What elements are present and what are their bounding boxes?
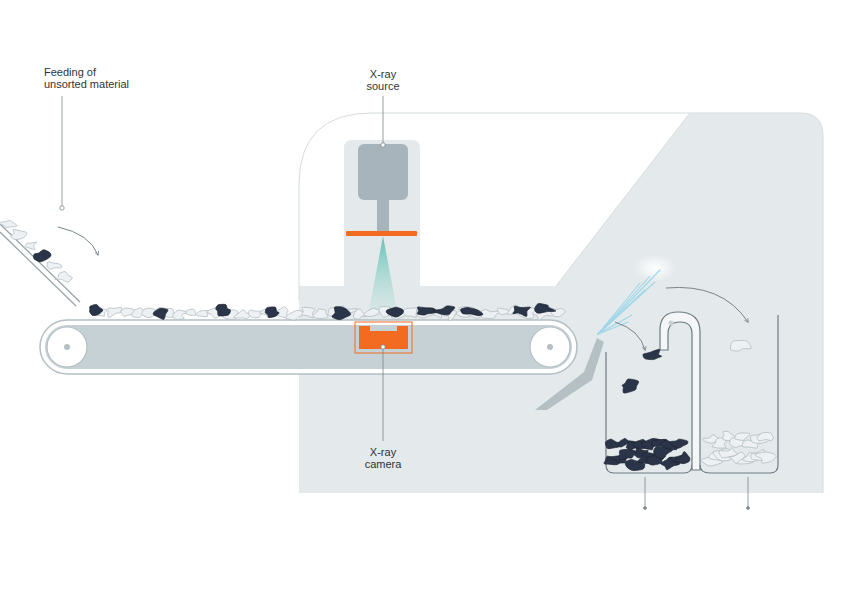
dark-piece xyxy=(535,304,556,314)
light-piece xyxy=(0,220,17,227)
dark-piece xyxy=(153,308,168,319)
light-piece xyxy=(285,310,303,320)
leader-lines xyxy=(60,96,750,509)
light-piece xyxy=(403,308,417,317)
light-piece xyxy=(755,452,777,463)
bins xyxy=(606,312,778,473)
callout-label: Feeding of unsorted material xyxy=(44,66,134,90)
light-piece xyxy=(234,310,250,319)
dark-piece xyxy=(643,349,662,359)
light-piece xyxy=(313,309,328,318)
xray-camera xyxy=(355,322,412,353)
housing-outline xyxy=(299,113,823,493)
motion-arrows xyxy=(58,227,748,350)
dark-piece xyxy=(216,304,231,316)
callout-label: X-ray camera xyxy=(358,446,408,470)
dark-piece xyxy=(265,307,279,318)
dark-piece xyxy=(460,307,483,315)
light-piece xyxy=(25,242,37,249)
light-piece xyxy=(735,433,750,440)
light-piece xyxy=(11,229,27,239)
callout-label: X-ray source xyxy=(358,68,408,92)
light-piece xyxy=(186,309,196,315)
dark-piece xyxy=(669,439,688,448)
light-piece xyxy=(196,311,208,317)
conveyor-belt xyxy=(40,320,577,374)
light-piece xyxy=(108,307,122,317)
dark-piece xyxy=(433,306,455,315)
xray-source xyxy=(346,144,417,316)
dark-piece xyxy=(33,250,50,262)
light-piece xyxy=(364,308,380,316)
dark-piece xyxy=(386,307,403,317)
material-pieces xyxy=(0,220,776,470)
feed-chute xyxy=(0,224,80,306)
dark-piece xyxy=(90,304,103,315)
light-piece xyxy=(757,432,774,440)
housing-edge xyxy=(556,113,690,286)
dark-piece xyxy=(513,306,531,316)
dark-piece xyxy=(332,307,351,320)
light-piece xyxy=(55,272,72,283)
light-piece xyxy=(730,340,751,351)
housing-fill xyxy=(299,113,823,493)
light-piece xyxy=(173,310,187,319)
dark-piece xyxy=(675,452,690,464)
dark-piece xyxy=(622,379,639,393)
light-piece xyxy=(47,262,61,269)
